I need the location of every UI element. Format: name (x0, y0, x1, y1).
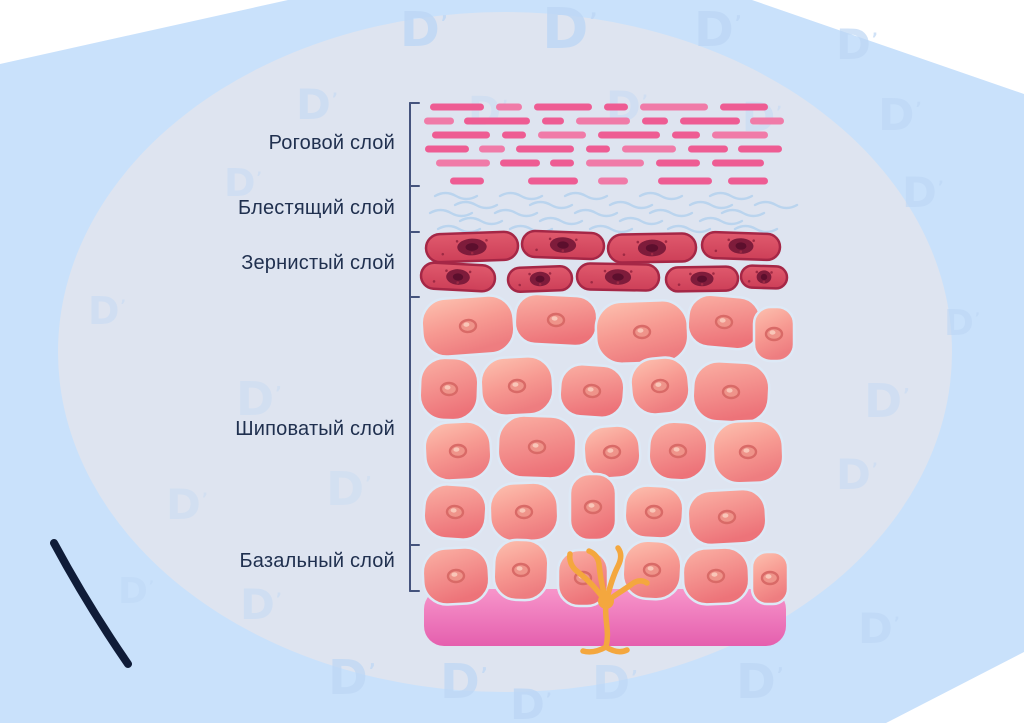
label-stratum-corneum: Роговой слой (268, 132, 395, 154)
label-stratum-granulosum: Зернистый слой (241, 252, 395, 274)
label-stratum-basale: Базальный слой (239, 550, 395, 572)
label-stratum-spinosum: Шиповатый слой (235, 418, 395, 440)
label-stratum-lucidum: Блестящий слой (237, 197, 395, 219)
